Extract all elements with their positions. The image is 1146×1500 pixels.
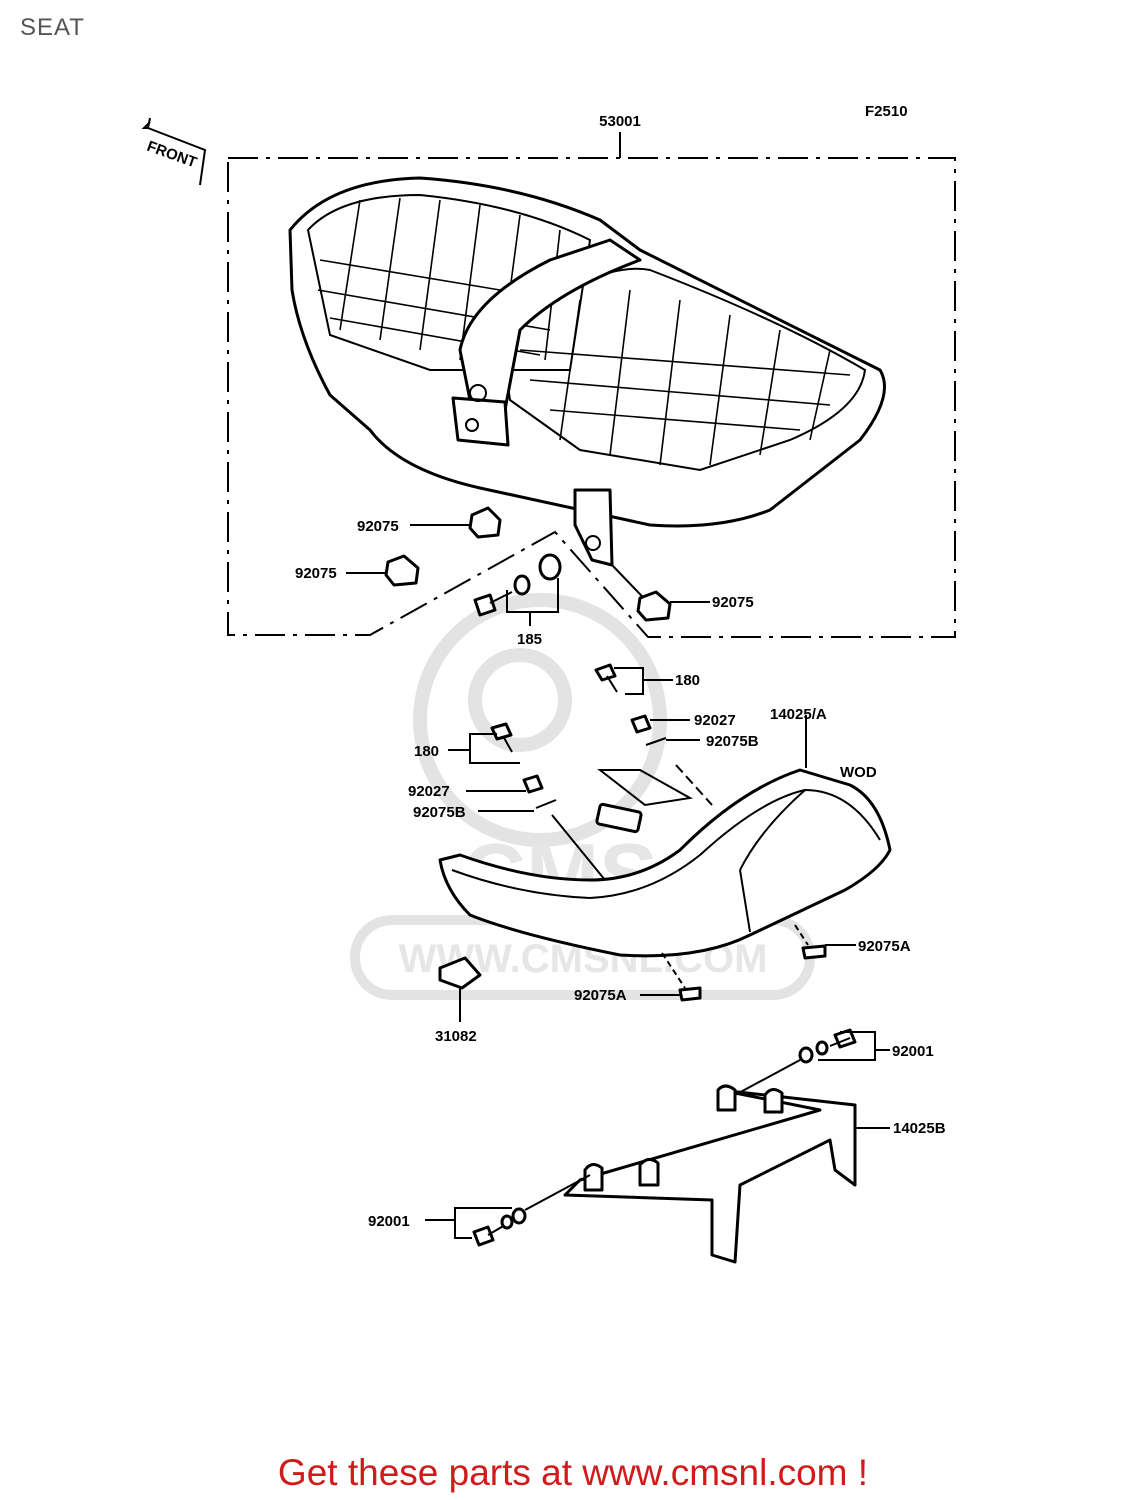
seat-assembly-boundary (227, 132, 956, 638)
callout-damper-a-right: 92075A (858, 938, 911, 955)
collar-lower: 92027 (408, 774, 544, 800)
seat-cowl: 14025/A WOD (438, 706, 892, 958)
damper-b-lower: 92075B (413, 799, 606, 881)
damper-b-upper: 92075B (645, 733, 759, 806)
callout-collar-upper: 92027 (694, 712, 736, 729)
front-label: FRONT (145, 138, 199, 172)
callout-damper-a-lower: 92075A (574, 987, 627, 1004)
callout-bolt-right: 92001 (892, 1043, 934, 1060)
page-title: SEAT (20, 14, 85, 41)
damper-b: 92075 (295, 554, 420, 587)
callout-collar-lower: 92027 (408, 783, 450, 800)
bracket-block: 31082 (435, 956, 482, 1045)
bolt-washer: 185 (473, 553, 562, 648)
damper-c: 92075 (636, 590, 754, 622)
damper-a: 92075 (357, 506, 502, 539)
callout-screw-upper: 180 (675, 672, 700, 689)
seat-code-label: WOD (840, 764, 877, 781)
callout-bracket: 14025B (893, 1120, 946, 1137)
callout-screw-lower: 180 (414, 743, 439, 760)
rear-bracket: 14025B (563, 1084, 946, 1264)
collar-upper: 92027 (630, 712, 736, 734)
callout-bolt-left: 92001 (368, 1213, 410, 1230)
front-arrow: FRONT (141, 117, 207, 186)
callout-bracket-block: 31082 (435, 1028, 477, 1045)
callout-damper-b: 92075 (295, 565, 337, 582)
callout-damper-a: 92075 (357, 518, 399, 535)
damper-a-lower: 92075A (574, 952, 702, 1004)
callout-damper-b-lower: 92075B (413, 804, 466, 821)
bolt-left: 92001 (368, 1174, 591, 1247)
callout-cowl: 14025/A (770, 706, 827, 723)
screw-upper: 180 (594, 663, 700, 695)
damper-a-right: 92075A (794, 924, 911, 960)
callout-seat-assy: 53001 (599, 113, 641, 130)
seat (288, 176, 886, 616)
callout-bolt-washer: 185 (517, 631, 542, 648)
callout-damper-c: 92075 (712, 594, 754, 611)
callout-damper-b-upper: 92075B (706, 733, 759, 750)
bolt-right: 92001 (734, 1028, 934, 1096)
screw-lower: 180 (414, 722, 520, 764)
figure-code: F2510 (865, 103, 908, 120)
promo-banner[interactable]: Get these parts at www.cmsnl.com ! (277, 1452, 869, 1493)
